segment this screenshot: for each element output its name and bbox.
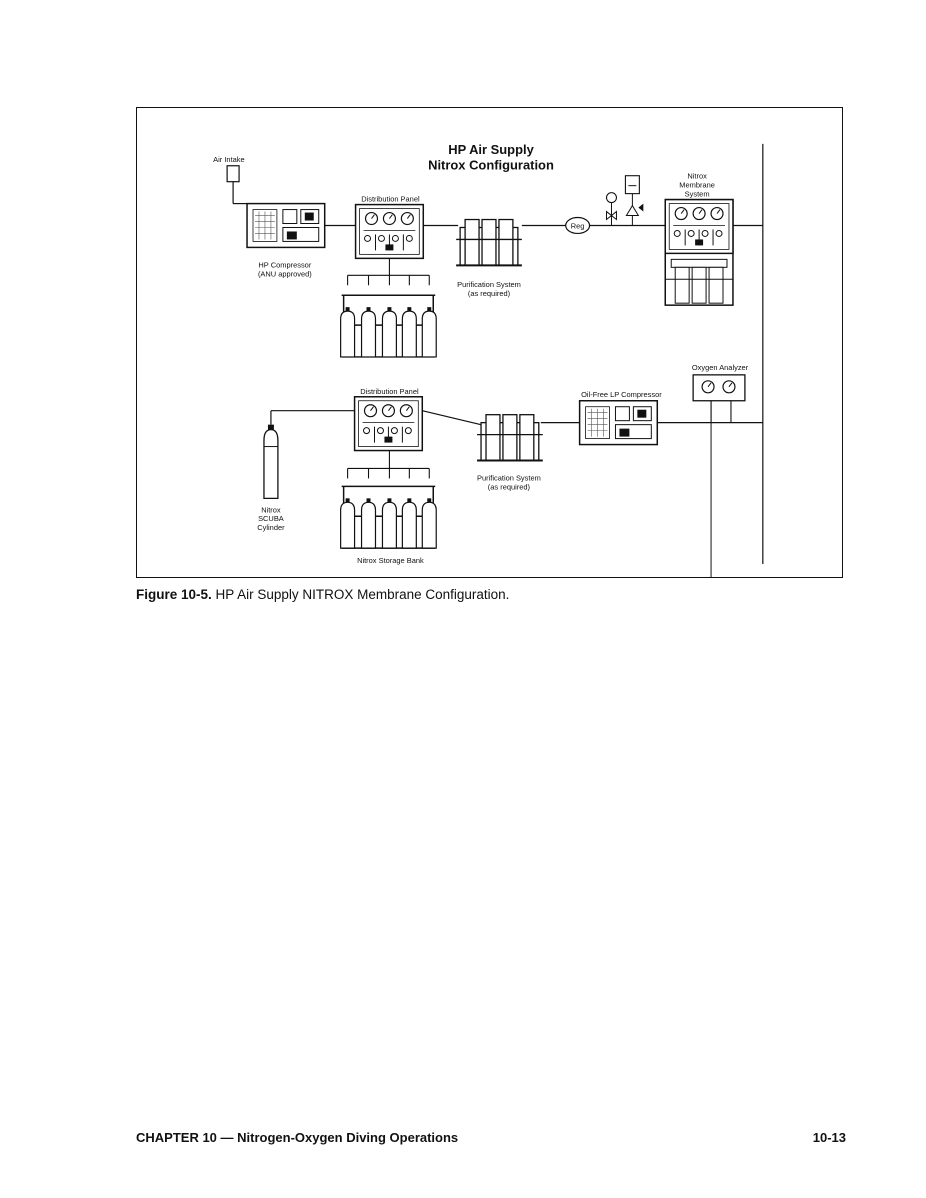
purification-bottom-label: Purification System [477,473,541,482]
diagram-title-line1: HP Air Supply [448,142,534,157]
nitrox-configuration-diagram: HP Air Supply Nitrox Configuration Air I… [213,142,764,577]
storage-bank-bottom-icon [340,485,437,549]
lp-compressor-label: Oil-Free LP Compressor [581,390,662,399]
purification-top-label: Purification System [457,280,521,289]
purification-top-sublabel: (as required) [468,289,511,298]
scuba-label-1: Nitrox [261,505,281,514]
membrane-label-2: Membrane [679,181,715,190]
scuba-label-3: Cylinder [257,523,285,532]
oxygen-analyzer-label: Oxygen Analyzer [692,363,749,372]
purification-bottom-sublabel: (as required) [488,482,531,491]
figure-frame: HP Air Supply Nitrox Configuration Air I… [136,107,843,578]
distribution-panel-top-icon [356,205,424,259]
distribution-panel-bottom-label: Distribution Panel [360,387,419,396]
lp-compressor-icon [578,400,659,446]
air-intake-icon [226,165,248,205]
footer-chapter: CHAPTER 10 — Nitrogen-Oxygen Diving Oper… [136,1130,459,1145]
storage-bank-top-icon [340,294,437,358]
distribution-panel-bottom-icon [355,397,423,451]
hp-compressor-sublabel: (ANU approved) [258,269,312,278]
oxygen-analyzer-icon [692,374,746,577]
purification-system-top-icon [455,218,523,267]
footer-page-number: 10-13 [812,1130,846,1145]
membrane-label-3: System [685,190,710,199]
distribution-panel-top-label: Distribution Panel [361,195,420,204]
regulator-label: Reg [571,221,585,230]
storage-bank-label: Nitrox Storage Bank [357,556,424,565]
pressure-gauge-icon [605,192,618,226]
purification-system-bottom-icon [476,413,544,462]
nitrox-membrane-system-icon [664,198,733,306]
diagram-title-line2: Nitrox Configuration [428,158,554,173]
scuba-label-2: SCUBA [258,514,284,523]
figure-caption-text: HP Air Supply NITROX Membrane Configurat… [215,587,510,602]
scuba-cylinder-icon [263,424,279,499]
hp-compressor-label: HP Compressor [258,260,311,269]
membrane-label-1: Nitrox [687,172,707,181]
relief-valve-icon [624,175,644,226]
hp-compressor-icon [246,202,326,249]
figure-caption: Figure 10-5. HP Air Supply NITROX Membra… [136,587,509,602]
figure-number: Figure 10-5. [136,587,212,602]
air-intake-label: Air Intake [213,155,244,164]
